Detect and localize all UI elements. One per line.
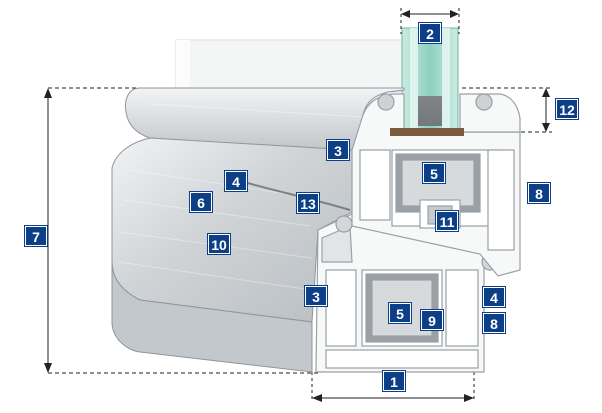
- callout-5-sash: 5: [423, 163, 445, 183]
- callout-7: 7: [25, 226, 47, 246]
- callout-8-frame: 8: [483, 313, 505, 333]
- callout-12: 12: [556, 99, 578, 119]
- callout-13: 13: [297, 193, 319, 213]
- callout-5-frame: 5: [389, 303, 411, 323]
- callout-11: 11: [436, 211, 458, 231]
- glazing-packer: [390, 128, 464, 136]
- frame-seal: [335, 215, 353, 233]
- callout-1: 1: [383, 371, 405, 391]
- glass-pane: [175, 27, 459, 131]
- sash-extrusion: [111, 87, 405, 373]
- callout-9: 9: [421, 310, 443, 330]
- glazing-seal-inner: [475, 93, 493, 111]
- callout-8-sash: 8: [528, 183, 550, 203]
- callout-3-sash: 3: [327, 140, 349, 160]
- callout-6: 6: [190, 192, 212, 212]
- callout-2: 2: [419, 23, 441, 43]
- callout-10: 10: [208, 234, 230, 254]
- glazing-seal-outer: [377, 93, 395, 111]
- callout-3-frame: 3: [305, 286, 327, 306]
- callout-4-profile: 4: [225, 171, 247, 191]
- callout-4-frame: 4: [483, 287, 505, 307]
